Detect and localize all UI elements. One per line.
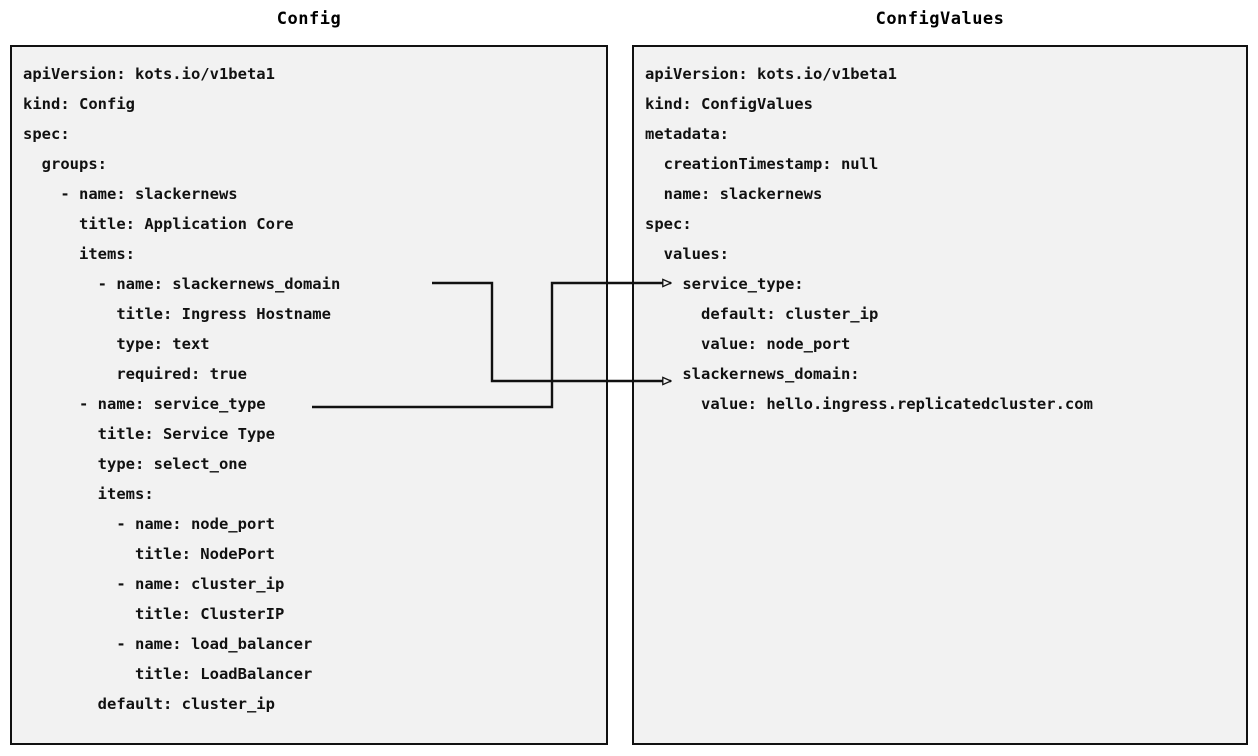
config-yaml-line: type: text bbox=[23, 335, 210, 353]
config-yaml-line: apiVersion: kots.io/v1beta1 bbox=[23, 65, 275, 83]
config-yaml-body: apiVersion: kots.io/v1beta1 kind: Config s… bbox=[12, 47, 606, 743]
config-yaml-panel: apiVersion: kots.io/v1beta1 kind: Config s… bbox=[10, 45, 608, 745]
config-yaml-line: spec: bbox=[23, 125, 70, 143]
configvalues-yaml-line: value: hello.ingress.replicatedcluster.c… bbox=[645, 395, 1093, 413]
configvalues-yaml-line: service_type: bbox=[645, 275, 804, 293]
configvalues-yaml-body: apiVersion: kots.io/v1beta1 kind: ConfigV… bbox=[634, 47, 1246, 743]
config-yaml-line: title: NodePort bbox=[23, 545, 275, 563]
config-yaml-line: kind: Config bbox=[23, 95, 135, 113]
configvalues-yaml-line: name: slackernews bbox=[645, 185, 823, 203]
config-yaml-line: - name: slackernews_domain bbox=[23, 275, 341, 293]
configvalues-yaml-line: slackernews_domain: bbox=[645, 365, 860, 383]
config-yaml-line: - name: slackernews bbox=[23, 185, 238, 203]
configvalues-yaml-line: metadata: bbox=[645, 125, 729, 143]
config-yaml-line: default: cluster_ip bbox=[23, 695, 275, 713]
config-yaml-line: title: Application Core bbox=[23, 215, 294, 233]
config-yaml-line: title: ClusterIP bbox=[23, 605, 285, 623]
configvalues-yaml-line: apiVersion: kots.io/v1beta1 bbox=[645, 65, 897, 83]
configvalues-yaml-line: default: cluster_ip bbox=[645, 305, 879, 323]
config-yaml-line: - name: cluster_ip bbox=[23, 575, 285, 593]
config-yaml-line: groups: bbox=[23, 155, 107, 173]
configvalues-yaml-line: value: node_port bbox=[645, 335, 851, 353]
config-yaml-line: title: Ingress Hostname bbox=[23, 305, 331, 323]
config-yaml-line: - name: node_port bbox=[23, 515, 275, 533]
configvalues-yaml-line: spec: bbox=[645, 215, 692, 233]
config-yaml-line: title: Service Type bbox=[23, 425, 275, 443]
config-panel-title: Config bbox=[276, 9, 342, 29]
config-yaml-line: items: bbox=[23, 245, 135, 263]
configvalues-yaml-line: kind: ConfigValues bbox=[645, 95, 813, 113]
config-yaml-line: - name: load_balancer bbox=[23, 635, 313, 653]
config-yaml-line: title: LoadBalancer bbox=[23, 665, 313, 683]
configvalues-yaml-line: creationTimestamp: null bbox=[645, 155, 879, 173]
config-yaml-line: items: bbox=[23, 485, 154, 503]
configvalues-yaml-line: values: bbox=[645, 245, 729, 263]
configvalues-yaml-panel: apiVersion: kots.io/v1beta1 kind: ConfigV… bbox=[632, 45, 1248, 745]
config-yaml-line: type: select_one bbox=[23, 455, 247, 473]
config-yaml-line: - name: service_type bbox=[23, 395, 266, 413]
configvalues-panel-title: ConfigValues bbox=[875, 9, 1005, 29]
config-yaml-line: required: true bbox=[23, 365, 247, 383]
